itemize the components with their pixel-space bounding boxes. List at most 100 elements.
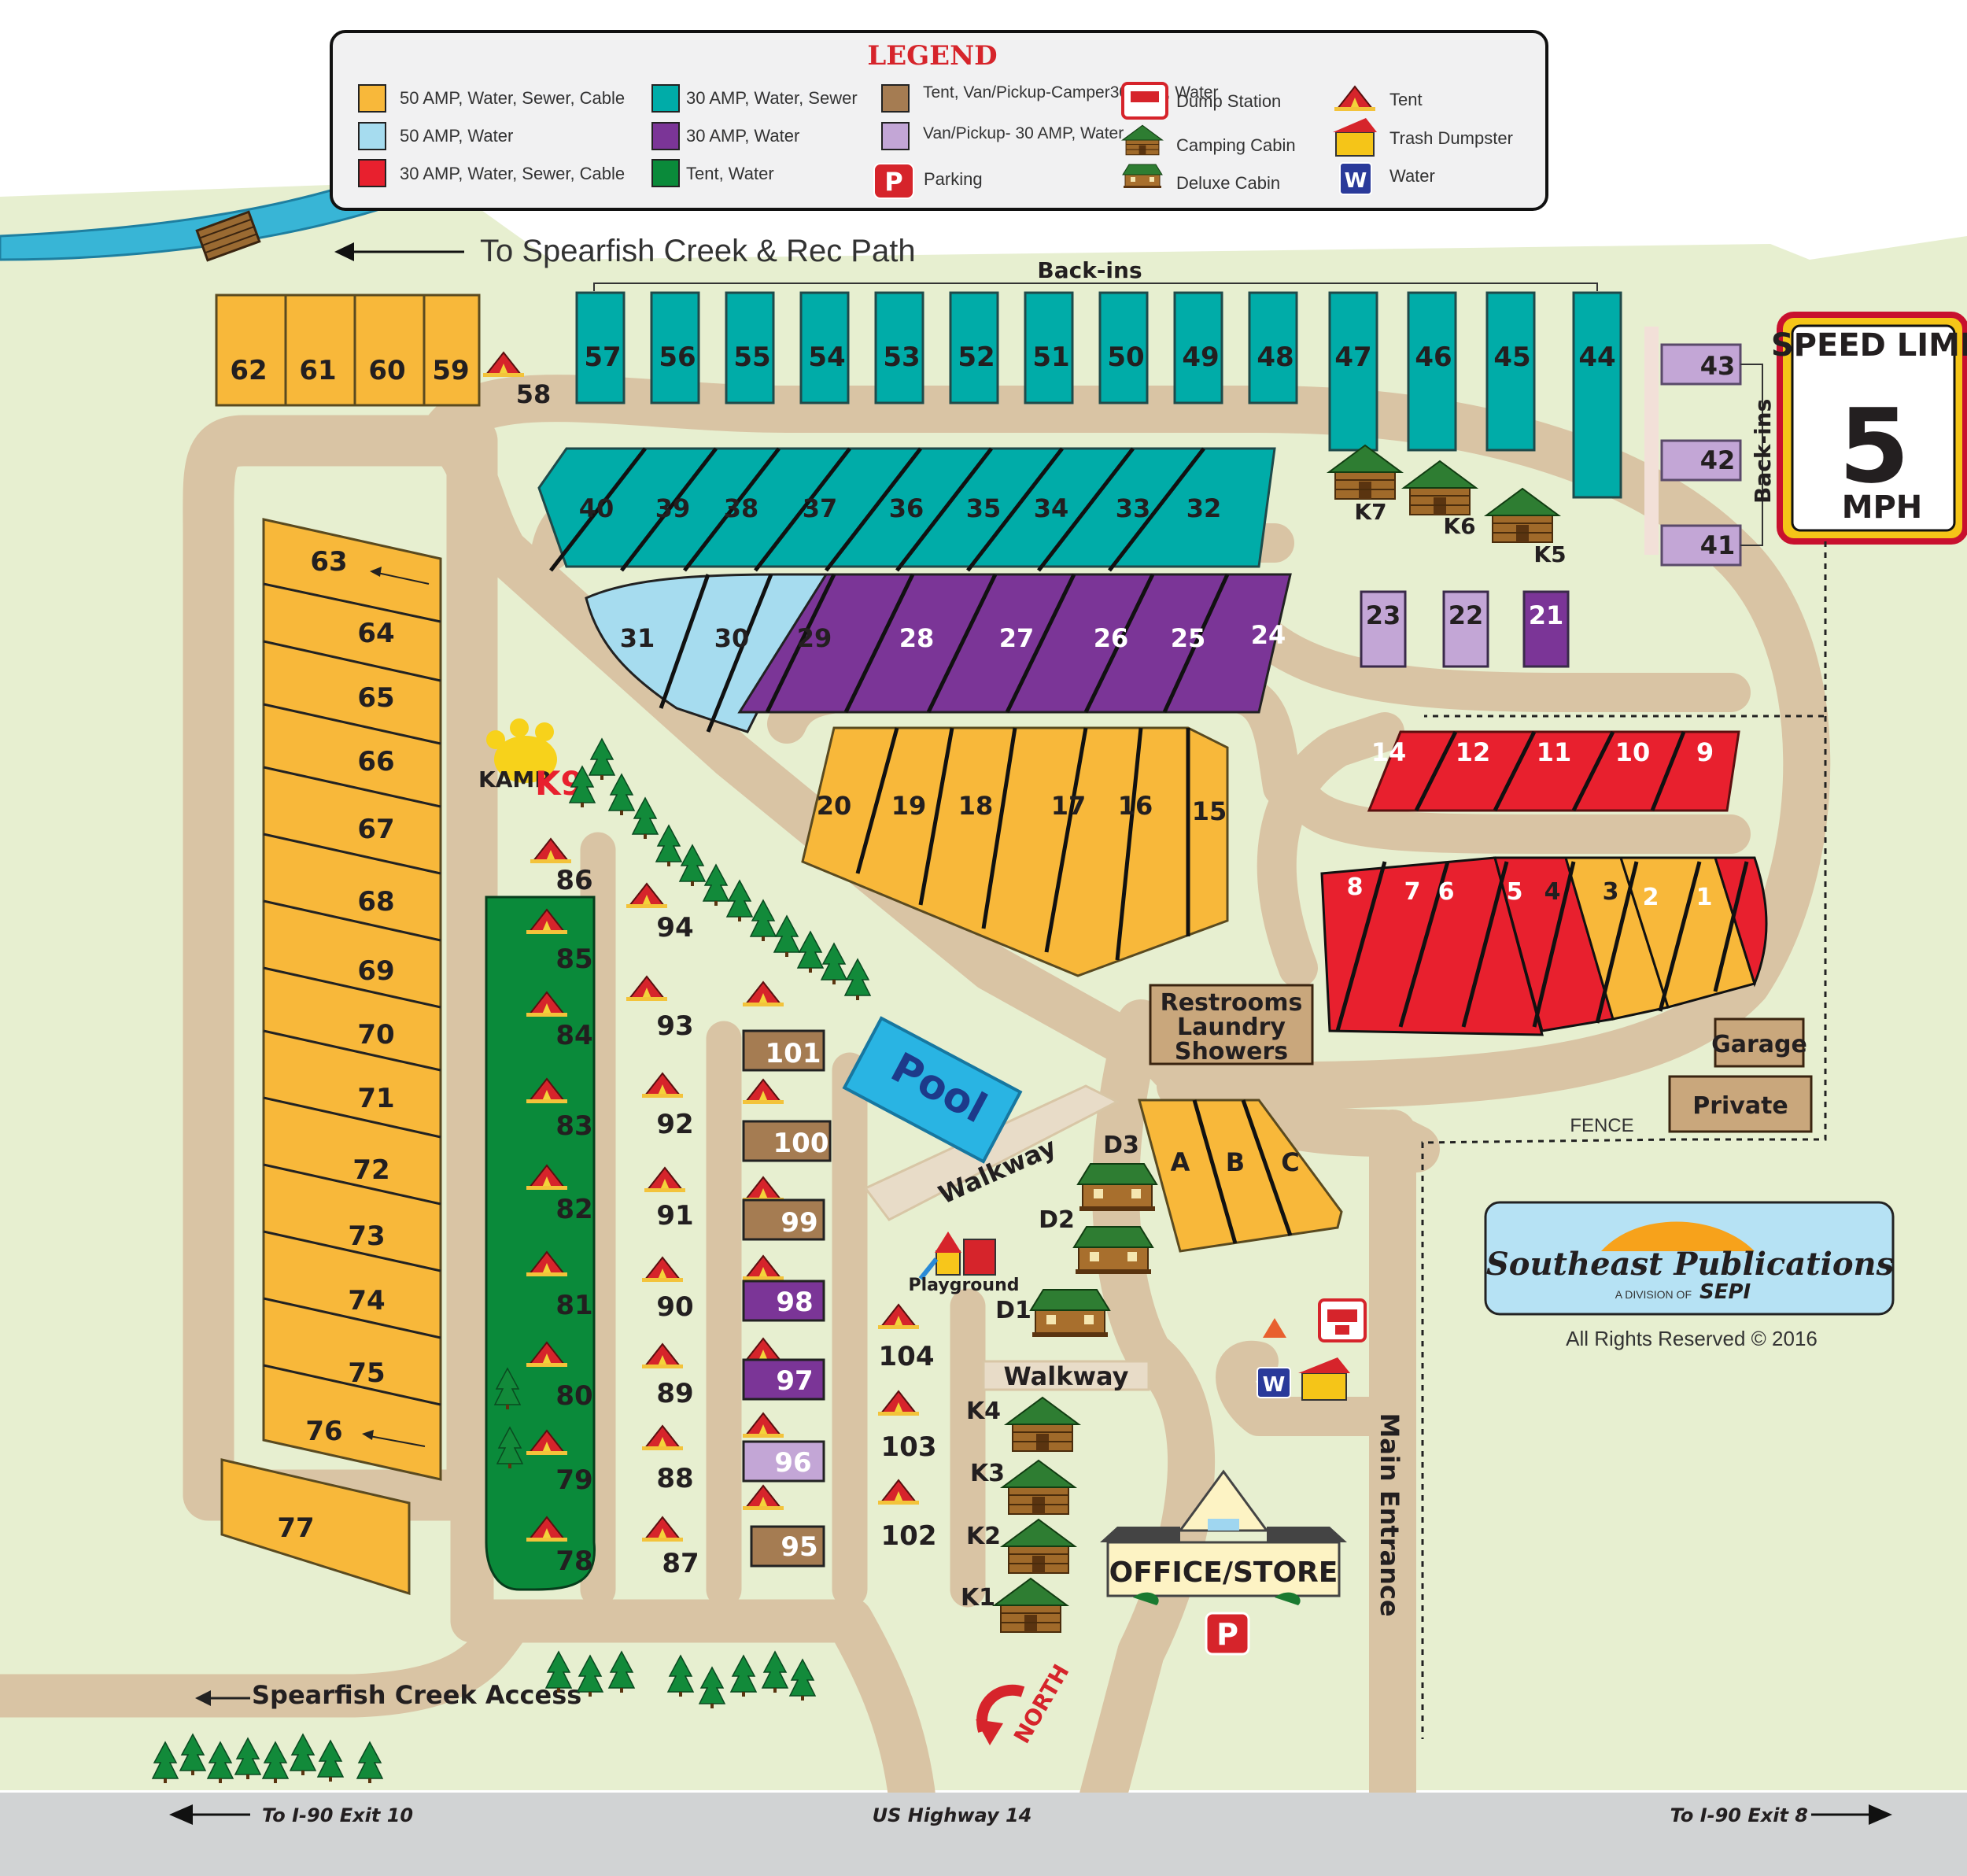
exit-8-label: To I-90 Exit 8 — [1670, 1804, 1808, 1826]
office-store-building — [1100, 1469, 1347, 1605]
site-C: C — [1281, 1147, 1299, 1177]
site-45: 45 — [1493, 342, 1530, 373]
site-53: 53 — [883, 342, 920, 373]
speed-limit-sign — [1777, 312, 1967, 545]
publisher-name: Southeast Publications — [1486, 1246, 1894, 1283]
private-building — [1668, 1075, 1813, 1133]
site-49: 49 — [1182, 342, 1219, 373]
site-76: 76 — [305, 1416, 342, 1447]
sites-41-43 — [1660, 343, 1742, 567]
legend-item-label: Dump Station — [1176, 91, 1281, 111]
cabin-K5: K5 — [1533, 541, 1566, 567]
site-36: 36 — [889, 493, 924, 523]
site-9: 9 — [1696, 737, 1714, 767]
legend-item-label: Trash Dumpster — [1389, 128, 1513, 148]
restrooms-building — [1149, 984, 1314, 1065]
legend-item-label: Tent, Water — [686, 164, 774, 183]
site-62: 62 — [230, 355, 267, 386]
site-54: 54 — [808, 342, 845, 373]
site-7: 7 — [1404, 878, 1421, 906]
site-32: 32 — [1186, 493, 1222, 523]
dump-station-icon — [1318, 1298, 1367, 1342]
creek-access-arrow — [195, 1690, 250, 1706]
site-81: 81 — [555, 1290, 592, 1321]
legend-item-label: 30 AMP, Water, Sewer — [686, 88, 858, 108]
site-30: 30 — [714, 623, 750, 653]
site-38: 38 — [724, 493, 759, 523]
backins-side-label: Back-ins — [1750, 399, 1776, 504]
garage-building — [1714, 1017, 1805, 1068]
playground-icon — [918, 1232, 996, 1280]
site-35: 35 — [966, 493, 1002, 523]
site-14: 14 — [1371, 737, 1407, 767]
site-64: 64 — [357, 618, 394, 649]
legend-item-label: 50 AMP, Water — [400, 126, 513, 146]
site-95: 95 — [781, 1531, 817, 1563]
site-101: 101 — [766, 1038, 821, 1069]
legend-swatches — [358, 84, 910, 187]
site-18: 18 — [958, 791, 994, 821]
site-102: 102 — [881, 1520, 937, 1552]
site-87: 87 — [662, 1548, 699, 1579]
sites-24-31 — [585, 573, 1292, 733]
site-70: 70 — [357, 1019, 394, 1051]
dump-station-icon — [1121, 82, 1168, 120]
site-20: 20 — [817, 791, 852, 821]
tent-area-78-85 — [485, 896, 596, 1591]
playground-label: Playground — [909, 1276, 1020, 1295]
site-8: 8 — [1347, 873, 1364, 901]
site-24: 24 — [1251, 620, 1286, 650]
site-71: 71 — [357, 1083, 394, 1114]
west-loop-road — [183, 415, 498, 1521]
highway-label: US Highway 14 — [873, 1804, 1032, 1826]
site-46: 46 — [1415, 342, 1452, 373]
site-65: 65 — [357, 682, 394, 714]
deluxe-cabin-icon — [1030, 1289, 1110, 1338]
site-29: 29 — [797, 623, 832, 653]
site-90: 90 — [656, 1291, 693, 1323]
site-57: 57 — [584, 342, 621, 373]
deluxe-cabin-icon — [1122, 164, 1163, 189]
dumpster-icon — [1333, 118, 1377, 157]
site-31: 31 — [620, 623, 655, 653]
cabin-D3: D3 — [1103, 1132, 1139, 1159]
legend-title: LEGEND — [867, 40, 997, 72]
cabin-K1: K1 — [961, 1584, 995, 1612]
legend-item-label: Parking — [924, 169, 983, 189]
svg-text:W: W — [1263, 1373, 1286, 1397]
backins-bracket — [593, 283, 1598, 291]
site-43: 43 — [1700, 351, 1736, 381]
site-11: 11 — [1537, 737, 1572, 767]
pool — [842, 1016, 1023, 1164]
site-3: 3 — [1603, 878, 1619, 906]
site-21: 21 — [1529, 600, 1564, 630]
deluxe-cabin-icon — [1077, 1163, 1157, 1212]
north-arrow-icon — [976, 1684, 1025, 1745]
site-91: 91 — [656, 1200, 693, 1232]
creek-path-arrow — [334, 242, 464, 261]
sites-32-40 — [537, 447, 1276, 572]
sites-abc — [1138, 1099, 1343, 1253]
main-entrance-label: Main Entrance — [1375, 1413, 1404, 1616]
fence-line-upper — [1424, 541, 1827, 718]
site-16: 16 — [1118, 791, 1153, 821]
site-10: 10 — [1615, 737, 1651, 767]
legend-item-label: 50 AMP, Water, Sewer, Cable — [400, 88, 625, 108]
copyright-label: All Rights Reserved © 2016 — [1566, 1327, 1818, 1350]
cabin-K7: K7 — [1354, 499, 1386, 525]
back-in-strip — [1644, 327, 1659, 555]
site-22: 22 — [1448, 600, 1484, 630]
garage-label: Garage — [1711, 1031, 1807, 1058]
walkway-2 — [982, 1360, 1150, 1391]
footbridge-icon — [195, 210, 261, 262]
legend-item-label: Water — [1389, 166, 1435, 186]
site-100: 100 — [773, 1128, 829, 1159]
campfire-icon — [1263, 1318, 1286, 1338]
cabin-D2: D2 — [1039, 1206, 1075, 1234]
legend-swatch — [358, 84, 386, 113]
site-99: 99 — [781, 1207, 817, 1239]
backins-top-label: Back-ins — [1037, 257, 1142, 283]
site-85: 85 — [555, 944, 592, 975]
sites-21-23 — [1360, 590, 1570, 668]
